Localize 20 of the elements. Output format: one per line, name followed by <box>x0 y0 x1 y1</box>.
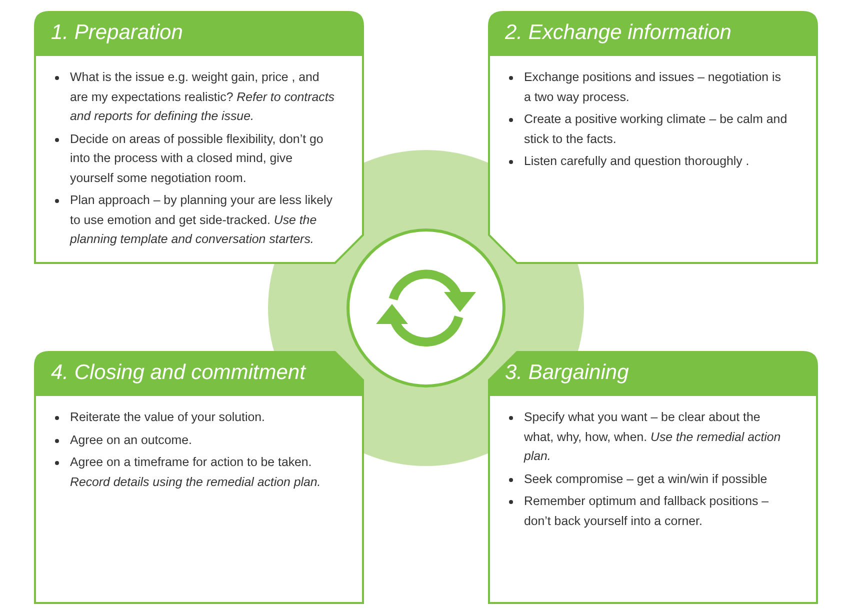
step-card <box>489 12 817 263</box>
bullet-text: What is the issue e.g. weight gain, price , and are my expectations realistic? Refer to contracts and reports for defining the issue. <box>53 68 337 126</box>
bullet-text: Reiterate the value of your solution. <box>53 408 337 428</box>
card-heading: 2. Exchange information <box>505 21 732 45</box>
step-card <box>35 352 363 603</box>
bullet-text: Plan approach – by planning your are less likely to use emotion and get side-tracked. Use the planning template and conversation starters. <box>53 191 337 250</box>
bullet-text: Remember optimum and fallback positions – don’t back yourself into a corner. <box>507 492 791 531</box>
step-card <box>35 12 363 263</box>
bullet-text: Seek compromise – get a win/win if possible <box>507 470 791 489</box>
card-heading: 1. Preparation <box>51 21 183 45</box>
bullet-text: Exchange positions and issues – negotiation is a two way process. <box>507 68 791 107</box>
card-heading: 4. Closing and commitment <box>51 361 306 385</box>
bullet-text: Agree on an outcome. <box>53 430 337 450</box>
bullet-text: Specify what you want – be clear about the what, why, how, when. Use the remedial action plan. <box>507 408 791 466</box>
step-card <box>489 352 817 603</box>
bullet-text: Create a positive working climate – be calm and stick to the facts. <box>507 110 791 149</box>
bullet-text: Agree on a timeframe for action to be taken. Record details using the remedial action plan. <box>53 453 337 492</box>
bullet-text: Listen carefully and question thoroughly . <box>507 152 791 172</box>
bullet-text: Decide on areas of possible flexibility, don’t go into the process with a closed mind, give yourself some negotiation room. <box>53 130 337 188</box>
card-heading: 3. Bargaining <box>505 361 629 385</box>
